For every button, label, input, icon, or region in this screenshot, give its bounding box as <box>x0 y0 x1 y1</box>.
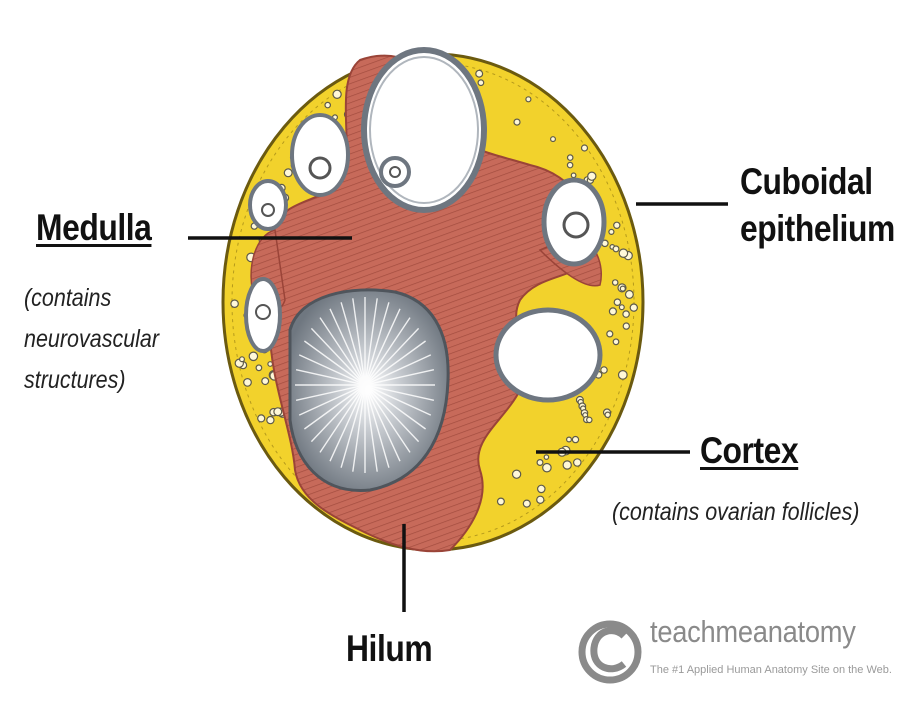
primordial-follicle <box>523 500 530 507</box>
follicle-left-2 <box>246 279 280 351</box>
primordial-follicle <box>513 470 521 478</box>
primordial-follicle <box>240 357 245 362</box>
primordial-follicle <box>619 305 624 310</box>
primordial-follicle <box>543 464 551 472</box>
follicle-upper-left <box>292 115 348 195</box>
primordial-follicle <box>567 437 572 442</box>
primordial-follicle <box>563 461 571 469</box>
primordial-follicle <box>609 229 614 234</box>
primordial-follicle <box>478 80 484 86</box>
follicle-left-1 <box>250 181 286 229</box>
follicle-center-small <box>381 158 409 186</box>
primordial-follicle <box>623 323 629 329</box>
large-antral-follicle <box>364 50 484 210</box>
primordial-follicle <box>537 460 543 466</box>
primordial-follicle <box>605 412 610 417</box>
primordial-follicle <box>613 280 618 285</box>
primordial-follicle <box>601 367 607 373</box>
primordial-follicle <box>582 145 588 151</box>
primordial-follicle <box>231 300 238 307</box>
primordial-follicle <box>267 417 274 424</box>
primordial-follicle <box>614 222 620 228</box>
primordial-follicle <box>249 352 257 360</box>
primordial-follicle <box>514 119 520 125</box>
primordial-follicle <box>544 455 548 459</box>
note-medulla: (contains neurovascular structures) <box>24 278 159 401</box>
label-hilum: Hilum <box>346 628 432 670</box>
copyright-icon <box>582 624 638 680</box>
primordial-follicle <box>587 417 592 422</box>
primordial-follicle <box>568 155 573 160</box>
primordial-follicle <box>626 291 634 299</box>
primordial-follicle <box>498 498 505 505</box>
primordial-follicle <box>574 459 581 466</box>
primordial-follicle <box>607 331 613 337</box>
label-cortex: Cortex <box>700 430 798 472</box>
logo-tagline: The #1 Applied Human Anatomy Site on the… <box>650 664 892 676</box>
primordial-follicle <box>262 378 269 385</box>
primordial-follicle <box>609 308 616 315</box>
primordial-follicle <box>620 286 625 291</box>
primordial-follicle <box>588 172 596 180</box>
primordial-follicle <box>619 249 627 257</box>
primordial-follicle <box>258 415 265 422</box>
primordial-follicle <box>613 339 619 345</box>
primordial-follicle <box>325 102 330 107</box>
primordial-follicle <box>614 299 620 305</box>
label-medulla: Medulla <box>36 207 151 249</box>
primordial-follicle <box>537 496 544 503</box>
label-cuboidal-line-1: Cuboidal <box>740 158 895 205</box>
primordial-follicle <box>571 173 576 178</box>
primordial-follicle <box>476 70 483 77</box>
label-cuboidal-line-2: epithelium <box>740 205 895 252</box>
primordial-follicle <box>274 408 282 416</box>
primordial-follicle <box>333 90 341 98</box>
primordial-follicle <box>630 304 637 311</box>
primordial-follicle <box>613 246 619 252</box>
primordial-follicle <box>619 371 628 380</box>
primordial-follicle <box>572 437 578 443</box>
primordial-follicle <box>551 137 556 142</box>
primordial-follicle <box>538 485 545 492</box>
primordial-follicle <box>623 311 629 317</box>
logo-name: teachmeanatomy <box>650 614 856 650</box>
note-cortex: (contains ovarian follicles) <box>612 492 859 533</box>
note-medulla-line-3: structures) <box>24 360 159 401</box>
label-cuboidal-epithelium: Cuboidal epithelium <box>740 158 895 252</box>
primordial-follicle <box>526 97 531 102</box>
primordial-follicle <box>284 169 292 177</box>
secondary-follicle-right <box>496 310 600 400</box>
primordial-follicle <box>567 162 572 167</box>
note-medulla-line-2: neurovascular <box>24 319 159 360</box>
follicle-right-upper <box>544 180 604 264</box>
primordial-follicle <box>256 365 262 371</box>
primordial-follicle <box>244 379 252 387</box>
note-medulla-line-1: (contains <box>24 278 159 319</box>
